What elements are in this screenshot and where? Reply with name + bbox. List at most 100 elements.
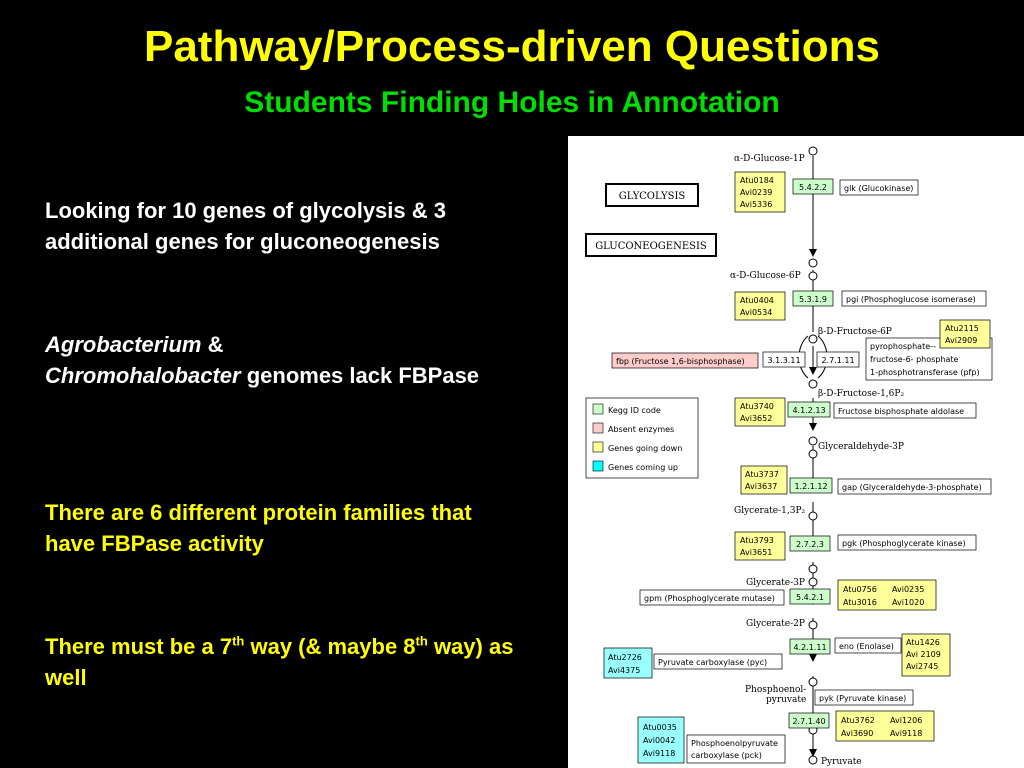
svg-text:1.2.1.12: 1.2.1.12 (794, 482, 827, 491)
enzyme-pck: Phosphoenolpyruvate carboxylase (pck) (686, 734, 786, 764)
metabolite-phosphoenolpyruvate-1: Phosphoenol- (745, 685, 806, 695)
ec-code-boxes: 5.4.2.2 5.3.1.9 3.1.3.11 2.7.1.11 4.1.2.… (762, 178, 860, 729)
svg-text:GLYCOLYSIS: GLYCOLYSIS (619, 191, 686, 202)
genes-aldolase: Atu3740 Avi3652 (734, 397, 786, 427)
organism-agrobacterium: Agrobacterium (45, 332, 202, 357)
enzyme-fba: Fructose bisphosphate aldolase (833, 402, 977, 419)
svg-text:Avi2909: Avi2909 (945, 336, 977, 345)
ec-box: 2.7.1.11 (816, 351, 860, 368)
svg-text:2.7.2.3: 2.7.2.3 (796, 540, 824, 549)
paragraph-genes-needed: Looking for 10 genes of glycolysis & 3 a… (45, 198, 446, 254)
legend-genes-up: Genes coming up (592, 460, 678, 472)
glycolysis-pathway-diagram: GLYCOLYSIS GLUCONEOGENESIS (568, 136, 1024, 768)
svg-text:Atu3793: Atu3793 (740, 536, 774, 545)
svg-text:pgi (Phosphoglucose isomerase): pgi (Phosphoglucose isomerase) (846, 295, 976, 304)
svg-text:Genes coming up: Genes coming up (608, 463, 678, 472)
slide-subtitle: Students Finding Holes in Annotation (244, 86, 780, 119)
svg-text:pyrophosphate--: pyrophosphate-- (870, 342, 936, 351)
paragraph-fbpase-missing: Agrobacterium & Chromohalobacter genomes… (45, 332, 480, 388)
svg-text:Avi 2109: Avi 2109 (906, 650, 941, 659)
svg-text:3.1.3.11: 3.1.3.11 (767, 356, 800, 365)
ec-box: 2.7.2.3 (789, 535, 831, 552)
genes-pyk: Atu3762 Avi1206 Avi3690 Avi9118 (835, 710, 935, 742)
svg-text:Avi0534: Avi0534 (740, 308, 772, 317)
svg-text:Avi9118: Avi9118 (643, 749, 675, 758)
metabolite-glycerate-3p: Glycerate-3P (746, 578, 805, 588)
svg-text:5.4.2.2: 5.4.2.2 (799, 183, 827, 192)
legend: Kegg ID code Absent enzymes Genes going … (585, 397, 699, 479)
metabolite-glycerate-2p: Glycerate-2P (746, 619, 805, 629)
svg-text:Avi0042: Avi0042 (643, 736, 675, 745)
svg-text:pyk (Pyruvate kinase): pyk (Pyruvate kinase) (819, 694, 906, 703)
enzyme-fbp: fbp (Fructose 1,6-bisphosphase) (611, 352, 759, 369)
svg-text:Atu3737: Atu3737 (745, 470, 779, 479)
genes-enolase: Atu1426 Avi 2109 Avi2745 (901, 633, 951, 677)
svg-text:1-phosphotransferase (pfp): 1-phosphotransferase (pfp) (870, 368, 980, 377)
svg-text:Atu2726: Atu2726 (608, 653, 642, 662)
ec-box: 3.1.3.11 (762, 351, 806, 368)
svg-text:Avi5336: Avi5336 (740, 200, 772, 209)
svg-text:Avi3690: Avi3690 (841, 729, 873, 738)
svg-text:Genes going down: Genes going down (608, 444, 682, 453)
metabolite-phosphoenolpyruvate-2: pyruvate (766, 695, 806, 705)
genes-pgk: Atu3793 Avi3651 (734, 531, 786, 561)
genes-gpm: Atu0756 Avi0235 Atu3016 Avi1020 (837, 579, 937, 611)
svg-text:Avi0235: Avi0235 (892, 585, 924, 594)
enzyme-pyk: pyk (Pyruvate kinase) (814, 689, 914, 706)
metabolite-glyceraldehyde-3p: Glyceraldehyde-3P (818, 442, 904, 452)
metabolite-glucose-6p: α-D-Glucose-6P (730, 271, 801, 281)
enzyme-pyc: Pyruvate carboxylase (pyc) (653, 653, 783, 670)
ec-box: 4.1.2.13 (787, 401, 831, 418)
genes-pyc: Atu2726 Avi4375 (603, 647, 653, 679)
svg-text:pgk (Phosphoglycerate kinase): pgk (Phosphoglycerate kinase) (842, 539, 966, 548)
enzyme-eno: eno (Enolase) (834, 637, 902, 654)
metabolite-glucose-1p: α-D-Glucose-1P (734, 154, 805, 164)
svg-text:GLUCONEOGENESIS: GLUCONEOGENESIS (595, 241, 707, 252)
svg-text:eno (Enolase): eno (Enolase) (839, 642, 894, 651)
svg-text:Atu3740: Atu3740 (740, 402, 774, 411)
svg-text:Phosphoenolpyruvate: Phosphoenolpyruvate (691, 739, 778, 748)
glycolysis-label-box: GLYCOLYSIS (605, 183, 699, 207)
legend-genes-down: Genes going down (592, 441, 682, 453)
genes-pfp: Atu2115 Avi2909 (939, 319, 991, 349)
svg-text:4.2.1.11: 4.2.1.11 (793, 643, 826, 652)
svg-text:Avi3651: Avi3651 (740, 548, 772, 557)
svg-text:Avi4375: Avi4375 (608, 666, 640, 675)
svg-text:Avi2745: Avi2745 (906, 662, 938, 671)
svg-text:Atu0756: Atu0756 (843, 585, 877, 594)
svg-text:5.3.1.9: 5.3.1.9 (799, 295, 827, 304)
legend-kegg-id: Kegg ID code (592, 403, 661, 415)
gluconeogenesis-label-box: GLUCONEOGENESIS (585, 233, 717, 257)
ec-box: 5.4.2.1 (789, 588, 831, 605)
genes-glucokinase: Atu0184 Avi0239 Avi5336 (734, 171, 786, 213)
enzyme-pgi: pgi (Phosphoglucose isomerase) (841, 290, 987, 307)
svg-text:Avi3637: Avi3637 (745, 482, 777, 491)
svg-text:Atu0404: Atu0404 (740, 296, 774, 305)
metabolite-labels: α-D-Glucose-1P α-D-Glucose-6P β-D-Fructo… (730, 154, 904, 767)
enzyme-glk: glk (Glucokinase) (839, 179, 919, 196)
enzyme-gap: gap (Glyceraldehyde-3-phosphate) (837, 478, 992, 495)
organism-chromohalobacter: Chromohalobacter (45, 363, 241, 388)
genes-pck: Atu0035 Avi0042 Avi9118 (637, 716, 685, 764)
svg-text:Avi1206: Avi1206 (890, 716, 922, 725)
svg-text:Atu0035: Atu0035 (643, 723, 677, 732)
gene-boxes: Atu0184 Avi0239 Avi5336 Atu0404 Avi0534 … (603, 171, 991, 764)
ec-box: 4.2.1.11 (789, 638, 831, 655)
metabolite-fructose-16p2: β-D-Fructose-1,6P₂ (818, 389, 904, 399)
svg-text:2.7.1.11: 2.7.1.11 (821, 356, 854, 365)
ec-box: 5.3.1.9 (792, 290, 834, 307)
paragraph-seventh-way: There must be a 7th way (& maybe 8th way… (45, 633, 514, 690)
svg-text:Atu1426: Atu1426 (906, 638, 940, 647)
svg-text:Avi3652: Avi3652 (740, 414, 772, 423)
metabolite-pyruvate: Pyruvate (821, 757, 862, 767)
svg-text:fbp (Fructose 1,6-bisphosphase: fbp (Fructose 1,6-bisphosphase) (616, 357, 745, 366)
ec-box: 5.4.2.2 (792, 178, 834, 195)
svg-text:Kegg ID code: Kegg ID code (608, 406, 661, 415)
svg-text:Atu3016: Atu3016 (843, 598, 877, 607)
enzyme-pfp: pyrophosphate-- fructose-6- phosphate 1-… (865, 337, 993, 381)
genes-pgi: Atu0404 Avi0534 (734, 291, 786, 321)
paragraph-protein-families: There are 6 different protein families t… (45, 500, 472, 556)
svg-text:Absent enzymes: Absent enzymes (608, 425, 674, 434)
svg-text:gpm (Phosphoglycerate mutase): gpm (Phosphoglycerate mutase) (644, 594, 775, 603)
ec-box: 2.7.1.40 (788, 712, 830, 729)
